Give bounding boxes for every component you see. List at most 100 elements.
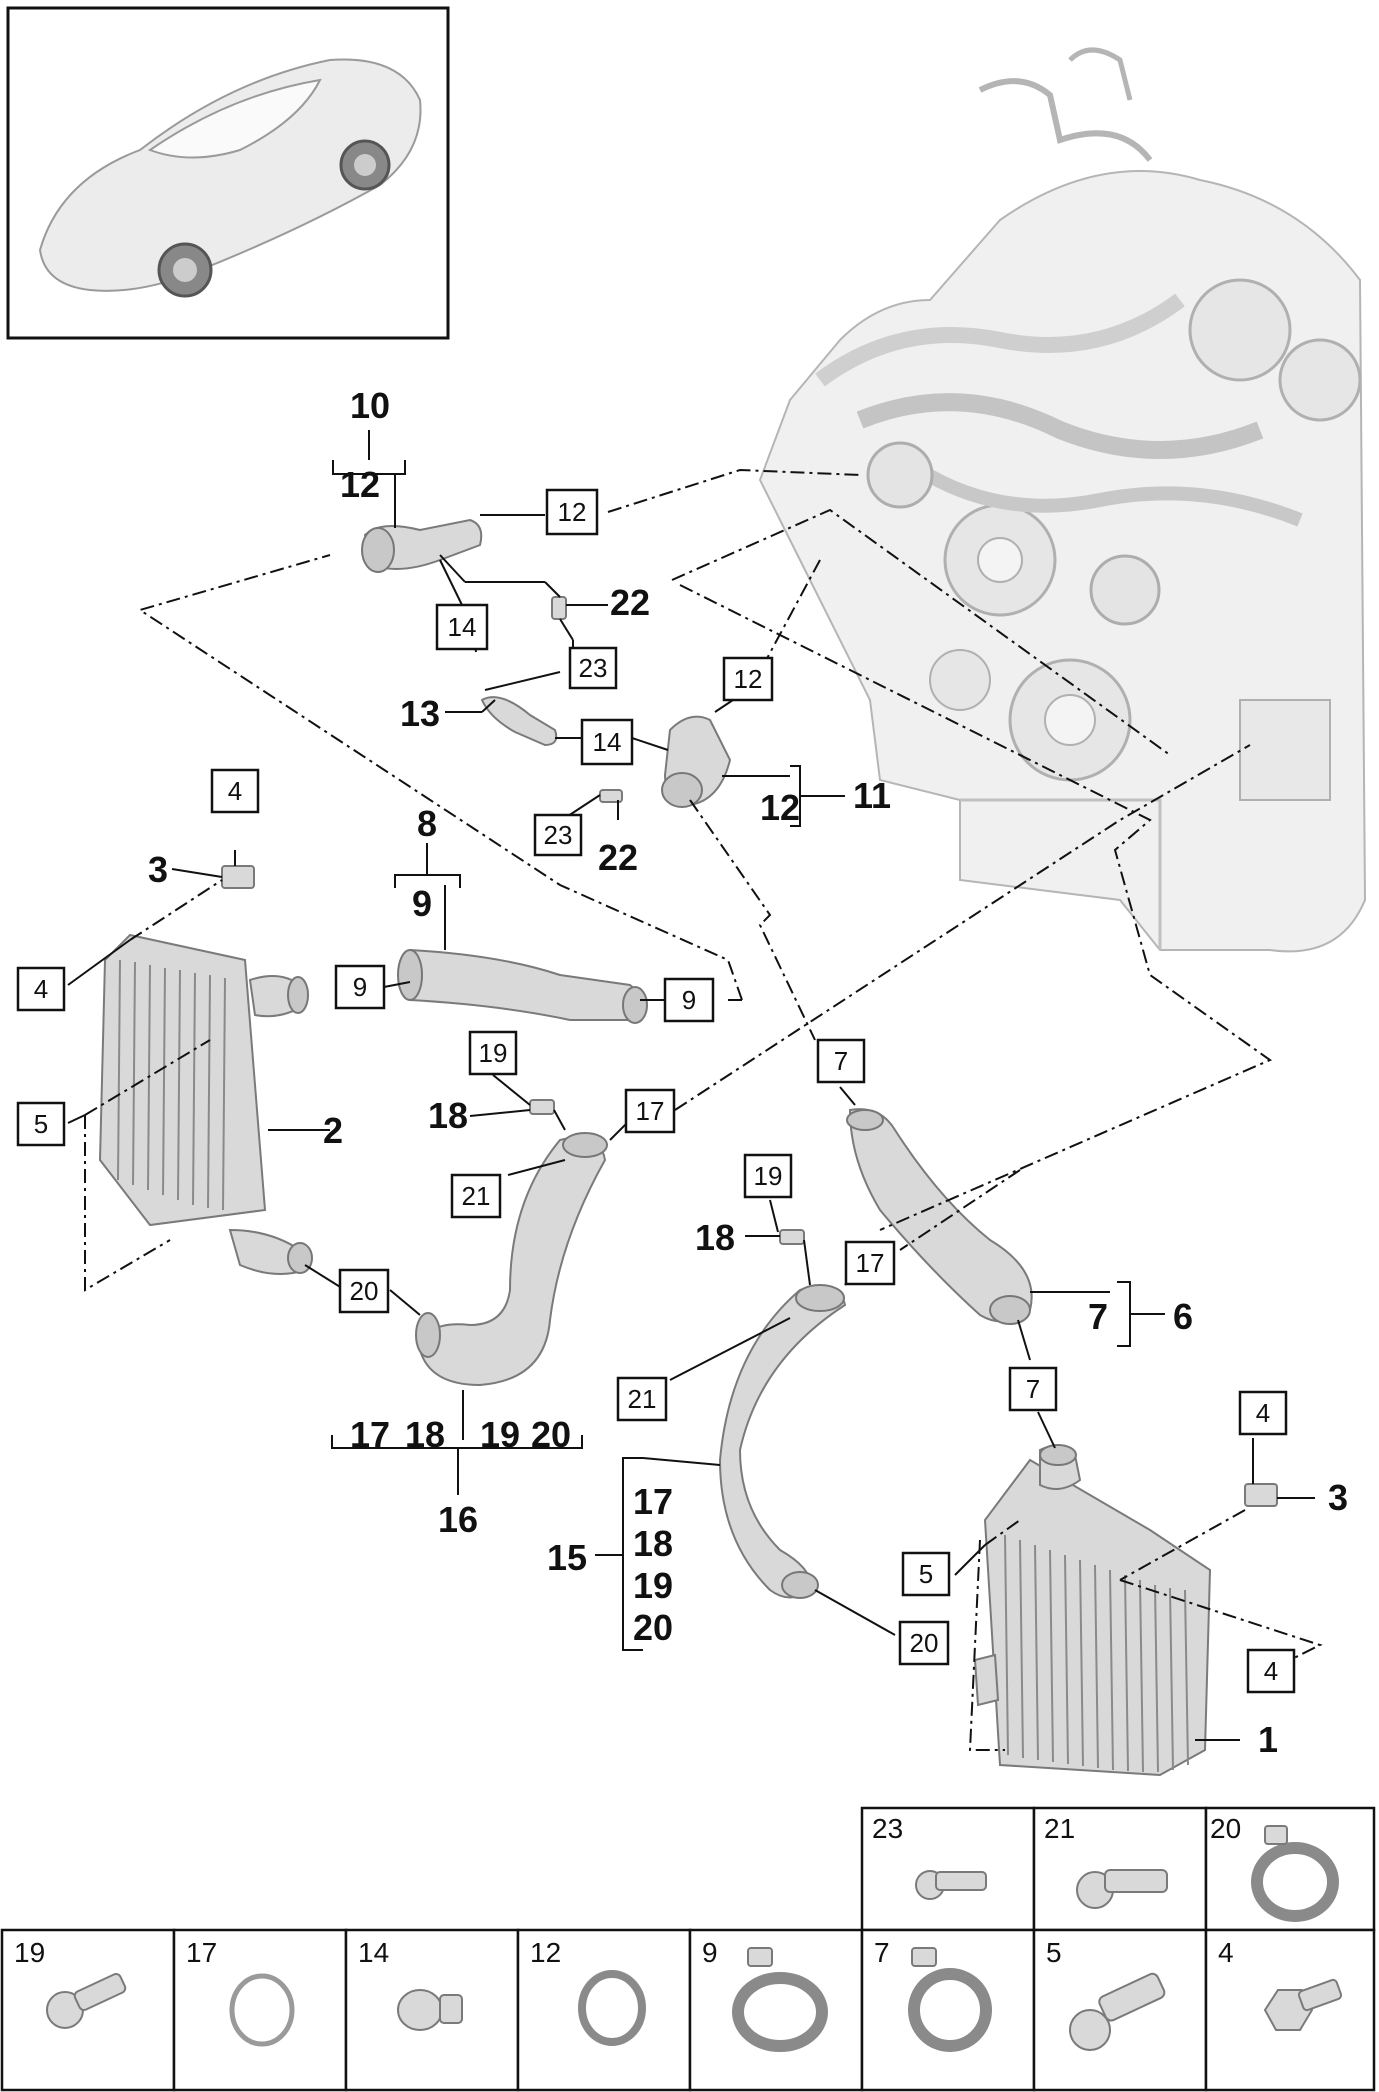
boxed-12-top: 12 xyxy=(545,488,599,536)
svg-text:9: 9 xyxy=(702,1937,718,1968)
boxed-23-upper: 23 xyxy=(568,646,618,690)
svg-text:9: 9 xyxy=(353,972,367,1002)
seal-ring-icon xyxy=(229,1973,295,2047)
bolt-icon xyxy=(1076,1869,1168,1909)
boxed-4-b: 4 xyxy=(16,966,66,1012)
clip-icon xyxy=(397,1989,463,2031)
group-15-item: 17 xyxy=(633,1481,673,1522)
bracket-3-left[interactable] xyxy=(221,865,255,889)
group-15-item: 18 xyxy=(633,1523,673,1564)
svg-text:21: 21 xyxy=(1044,1813,1075,1844)
boxed-14-lower: 14 xyxy=(580,718,634,766)
callout-15: 15 xyxy=(547,1537,587,1578)
callout-8: 8 xyxy=(417,803,437,844)
boxed-5-b: 5 xyxy=(901,1551,951,1597)
svg-text:21: 21 xyxy=(462,1181,491,1211)
hardware-cell-4[interactable]: 4 xyxy=(1204,1928,1376,2092)
hose-13[interactable] xyxy=(480,696,558,747)
group-15-item: 20 xyxy=(633,1607,673,1648)
bracket-3-right[interactable] xyxy=(1244,1483,1278,1507)
boxed-5-a: 5 xyxy=(16,1101,66,1147)
boxed-20-a: 20 xyxy=(338,1268,390,1314)
boxed-14-upper: 14 xyxy=(435,603,489,651)
group-16-item: 20 xyxy=(531,1414,571,1455)
charge-pipe-8[interactable] xyxy=(397,948,648,1024)
engine-assembly-illustration xyxy=(758,47,1367,953)
svg-text:9: 9 xyxy=(682,985,696,1015)
svg-text:14: 14 xyxy=(593,727,622,757)
hardware-cell-20[interactable]: 20 xyxy=(1204,1806,1376,1932)
svg-text:5: 5 xyxy=(919,1559,933,1589)
vehicle-thumbnail[interactable] xyxy=(6,6,450,340)
sensor-18-left[interactable] xyxy=(529,1099,555,1115)
callout-10: 10 xyxy=(350,385,390,426)
boxed-19-b: 19 xyxy=(743,1153,793,1199)
hose-clamp-icon xyxy=(1251,1825,1339,1922)
hardware-cell-12[interactable]: 12 xyxy=(516,1928,692,2092)
hardware-cell-23[interactable]: 23 xyxy=(860,1806,1036,1932)
callout-12-right: 12 xyxy=(760,787,800,828)
hardware-cell-19[interactable]: 19 xyxy=(0,1928,176,2092)
group-16-item: 18 xyxy=(405,1414,445,1455)
hose-16[interactable] xyxy=(415,1132,608,1387)
boxed-12-right: 12 xyxy=(722,656,774,702)
callout-22-lower: 22 xyxy=(598,837,638,878)
intake-pipe-left[interactable] xyxy=(361,518,483,573)
svg-text:5: 5 xyxy=(34,1109,48,1139)
boxed-19-a: 19 xyxy=(468,1030,518,1076)
boxed-4-a: 4 xyxy=(210,768,260,814)
svg-text:4: 4 xyxy=(1218,1937,1234,1968)
callout-16: 16 xyxy=(438,1499,478,1540)
callout-13: 13 xyxy=(400,693,440,734)
svg-text:7: 7 xyxy=(874,1937,890,1968)
charge-pipe-6[interactable] xyxy=(846,1108,1033,1325)
hardware-cell-21[interactable]: 21 xyxy=(1032,1806,1208,1932)
svg-text:20: 20 xyxy=(350,1276,379,1306)
sensor-22-upper[interactable] xyxy=(551,596,567,620)
bolt-icon xyxy=(1069,1972,1166,2051)
boxed-17-a: 17 xyxy=(624,1088,676,1134)
group-16-numbers: 17 18 19 20 xyxy=(350,1414,571,1455)
hose-15[interactable] xyxy=(718,1284,847,1599)
svg-text:19: 19 xyxy=(479,1038,508,1068)
hardware-table: 23 21 20 19 xyxy=(0,1806,1376,2092)
boxed-20-b: 20 xyxy=(898,1620,950,1666)
hardware-cell-9[interactable]: 9 xyxy=(688,1928,864,2092)
vehicle-thumbnail-icon xyxy=(38,58,422,298)
intake-pipe-right[interactable] xyxy=(661,715,732,808)
callout-2: 2 xyxy=(323,1110,343,1151)
group-16-item: 17 xyxy=(350,1414,390,1455)
svg-text:4: 4 xyxy=(1264,1656,1278,1686)
hardware-cell-14[interactable]: 14 xyxy=(344,1928,520,2092)
svg-text:5: 5 xyxy=(1046,1937,1062,1968)
svg-text:12: 12 xyxy=(530,1937,561,1968)
boxed-21-b: 21 xyxy=(616,1376,668,1422)
callout-18-left: 18 xyxy=(428,1095,468,1136)
boxed-23-lower: 23 xyxy=(533,813,583,857)
callout-22-upper: 22 xyxy=(610,582,650,623)
svg-text:4: 4 xyxy=(1256,1398,1270,1428)
group-15-numbers: 17 18 19 20 xyxy=(633,1481,673,1648)
group-16-item: 19 xyxy=(480,1414,520,1455)
callout-1: 1 xyxy=(1258,1719,1278,1760)
svg-text:17: 17 xyxy=(856,1248,885,1278)
sensor-18-right[interactable] xyxy=(779,1229,805,1245)
hardware-cell-5[interactable]: 5 xyxy=(1032,1928,1208,2092)
svg-text:17: 17 xyxy=(636,1096,665,1126)
boxed-4-d: 4 xyxy=(1246,1648,1296,1694)
svg-text:17: 17 xyxy=(186,1937,217,1968)
boxed-callouts: 12 14 23 12 14 23 4 4 5 9 9 19 17 21 20 … xyxy=(16,488,1296,1694)
hardware-cell-17[interactable]: 17 xyxy=(172,1928,348,2092)
boxed-7-b: 7 xyxy=(1008,1366,1058,1412)
svg-text:19: 19 xyxy=(14,1937,45,1968)
callout-3-right: 3 xyxy=(1328,1477,1348,1518)
callout-9: 9 xyxy=(412,883,432,924)
svg-text:7: 7 xyxy=(1026,1374,1040,1404)
intercooler-left[interactable] xyxy=(98,933,313,1275)
boxed-21-a: 21 xyxy=(450,1173,502,1219)
group-15-item: 19 xyxy=(633,1565,673,1606)
svg-text:19: 19 xyxy=(754,1161,783,1191)
svg-text:12: 12 xyxy=(734,664,763,694)
hardware-cell-7[interactable]: 7 xyxy=(860,1928,1036,2092)
intercooler-right[interactable] xyxy=(973,1444,1212,1777)
